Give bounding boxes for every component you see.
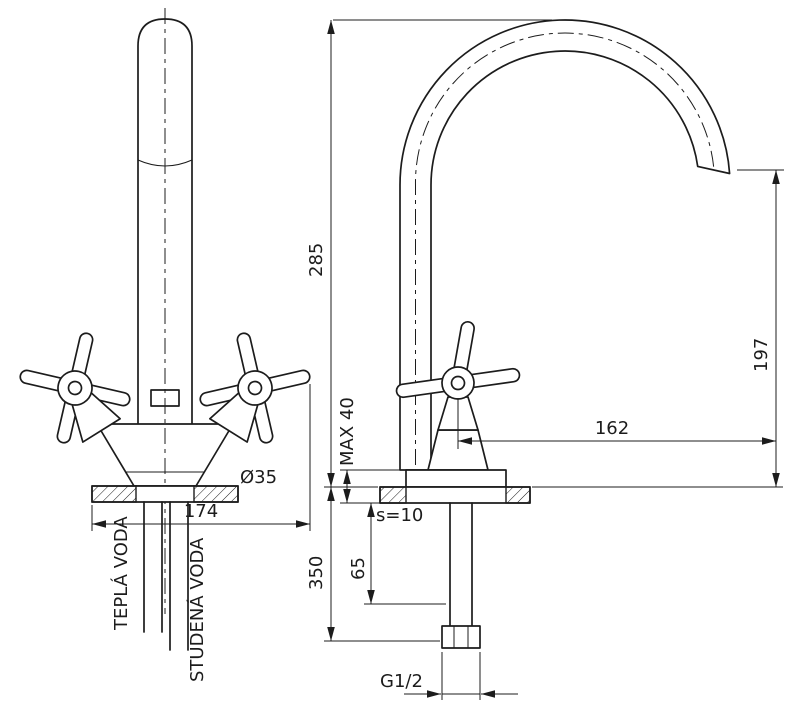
body-flange-side <box>405 469 507 488</box>
dim-total-height-text: 285 <box>306 243 327 277</box>
mounting-plate-side <box>379 486 531 504</box>
dim-thread-g12: G1/2 <box>380 652 518 700</box>
dim-spout-reach-162: 162 <box>457 398 776 449</box>
plate-hatch-left <box>91 485 137 503</box>
hex-nut <box>441 625 481 649</box>
dim-spout-height-197: 197 <box>532 169 784 488</box>
dim-hose-length-text: 350 <box>306 556 327 590</box>
dim-diameter-text: Ø35 <box>240 467 277 488</box>
plate-hatch-left <box>379 486 407 504</box>
dim-width-174: 174 <box>91 384 311 531</box>
front-view: TEPLÁ VODA STUDENÁ VODA 174 Ø35 <box>19 8 311 682</box>
dim-shank-length-65: 65 <box>348 503 446 605</box>
handle-hub-cap <box>67 380 83 396</box>
shank-assembly <box>441 502 481 649</box>
dim-plate-thickness-text: s=10 <box>376 505 423 526</box>
label-cold-water: STUDENÁ VODA <box>186 537 208 682</box>
label-hot-water: TEPLÁ VODA <box>110 516 132 631</box>
handle-hub-cap <box>450 375 466 391</box>
dim-spout-height-text: 197 <box>751 338 772 372</box>
spout-outline <box>399 19 731 471</box>
dim-thread-text: G1/2 <box>380 671 423 692</box>
dim-max-deck-text: MAX 40 <box>337 397 358 466</box>
dim-spout-reach-text: 162 <box>595 418 629 439</box>
handle-cold <box>199 332 311 444</box>
dim-width-text: 174 <box>184 501 218 522</box>
side-view: 285 350 MAX 40 s=10 65 162 <box>306 19 784 700</box>
plate-hatch-right <box>193 485 239 503</box>
dim-max-deck-thickness: MAX 40 <box>337 397 406 504</box>
plate-hatch-right <box>505 486 531 504</box>
mounting-plate-front <box>91 485 239 503</box>
spout-centerline <box>414 32 715 465</box>
handle-hot <box>19 332 131 444</box>
dim-shank-length-text: 65 <box>348 557 369 580</box>
dim-hose-length-350: 350 <box>306 487 440 642</box>
handle-hub-cap <box>247 380 263 396</box>
